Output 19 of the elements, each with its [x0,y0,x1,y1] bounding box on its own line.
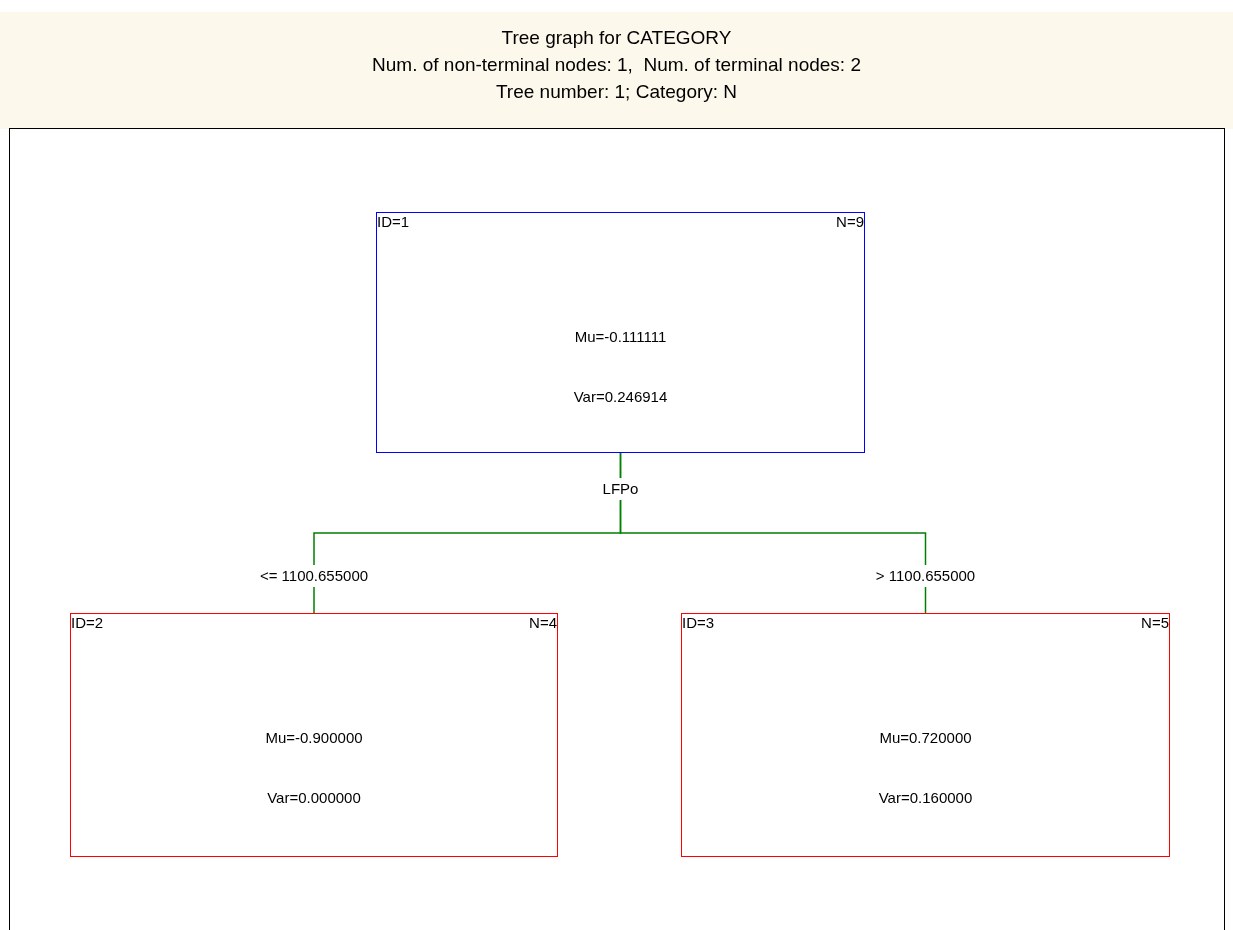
node-count: N=9 [836,213,864,231]
node-count: N=5 [1141,614,1169,632]
node-statistic: Mu=0.720000 [878,729,973,747]
node-statistic: Mu=-0.111111 [573,328,668,346]
node-count: N=4 [529,614,557,632]
subtitle: Tree number: 1; Category: N [495,80,738,104]
node-id: ID=2 [71,614,104,632]
node-id: ID=3 [682,614,715,632]
node-id: ID=1 [377,213,410,231]
tree-node-box [681,613,1170,857]
node-statistic: Var=0.246914 [572,388,669,406]
tree-node-box [70,613,558,857]
node-statistic: Var=0.160000 [877,789,974,807]
tree-connector [619,452,927,614]
subtitle: Num. of non-terminal nodes: 1, Num. of terminal nodes: 2 [372,53,861,77]
tree-node-box [376,212,865,453]
chart-title: Tree graph for CATEGORY [501,26,732,50]
node-statistic: Mu=-0.900000 [264,729,364,747]
node-statistic: Var=0.000000 [266,789,362,807]
